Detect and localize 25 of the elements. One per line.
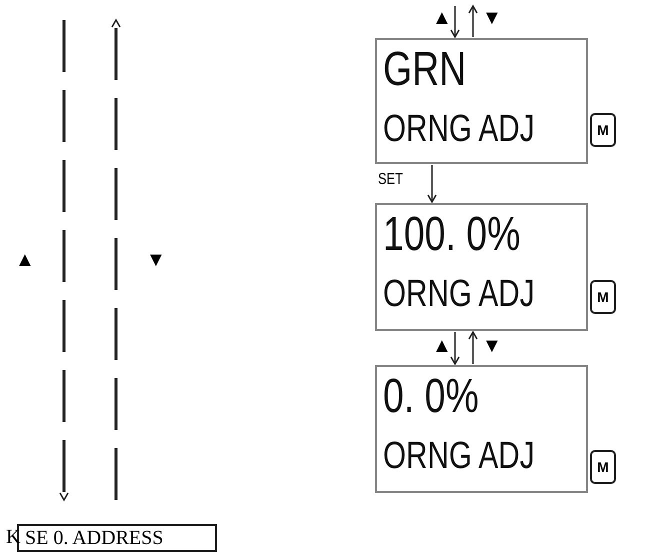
arrow [450, 332, 460, 365]
arrow [450, 6, 460, 38]
mode-button: M [590, 450, 616, 484]
display-screen [375, 38, 588, 164]
display-text: GRN [383, 46, 466, 94]
edge-label: ▼ [482, 8, 502, 28]
direction-symbol: ▲ [15, 250, 35, 270]
display-text: ORNG ADJ [383, 110, 535, 148]
mode-button: M [590, 113, 616, 147]
edge-label: ▲ [432, 336, 452, 356]
display-text: 100. 0% [383, 211, 520, 259]
edge-label: ▲ [432, 8, 452, 28]
arrow [427, 165, 437, 203]
display-text: ORNG ADJ [383, 437, 535, 475]
edge-label: SET [378, 172, 403, 188]
direction-symbol: ▼ [146, 250, 166, 270]
mode-button: M [590, 280, 616, 314]
arrow [468, 331, 478, 364]
display-screen [375, 365, 588, 493]
address-box: SE 0. ADDRESS [17, 524, 217, 552]
display-text: ORNG ADJ [383, 275, 535, 313]
edge-label: ▼ [482, 336, 502, 356]
display-screen [375, 203, 588, 331]
arrow [468, 5, 478, 37]
display-text: 0. 0% [383, 373, 479, 421]
